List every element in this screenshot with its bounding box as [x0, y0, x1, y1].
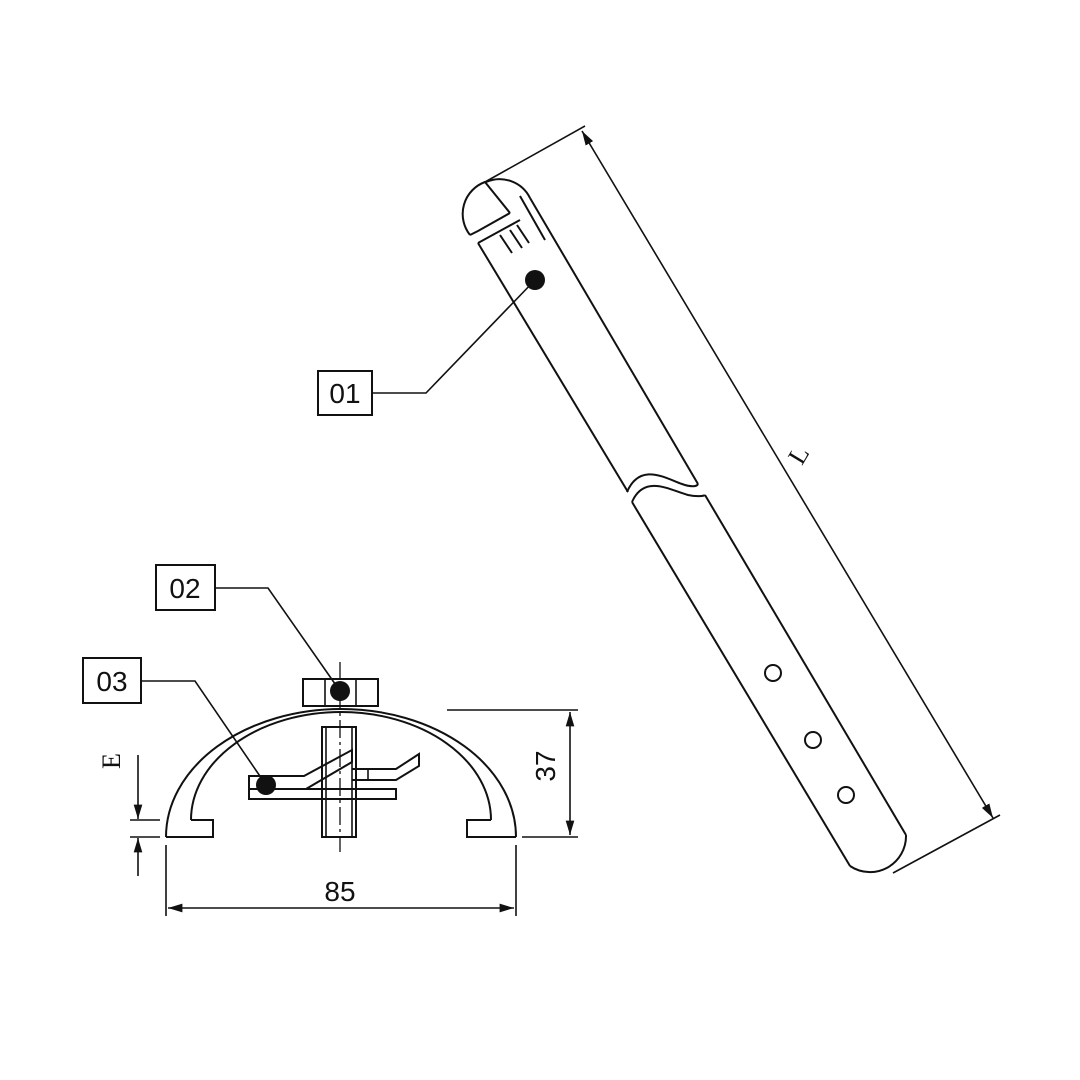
clamp-section [165, 662, 517, 852]
height-label: 37 [530, 750, 561, 781]
callout-03-label: 03 [96, 666, 127, 697]
callout-01-label: 01 [329, 378, 360, 409]
length-label: L [782, 441, 815, 470]
thickness-dimension: E [97, 753, 160, 876]
callout-02-label: 02 [169, 573, 200, 604]
callout-03: 03 [82, 657, 276, 795]
width-dimension: 85 [165, 845, 517, 916]
width-label: 85 [324, 876, 355, 907]
height-dimension: 37 [447, 709, 578, 838]
thickness-label: E [97, 753, 126, 769]
callout-01: 01 [317, 270, 545, 416]
callout-02: 02 [155, 564, 350, 701]
length-dimension: L [484, 125, 1001, 874]
